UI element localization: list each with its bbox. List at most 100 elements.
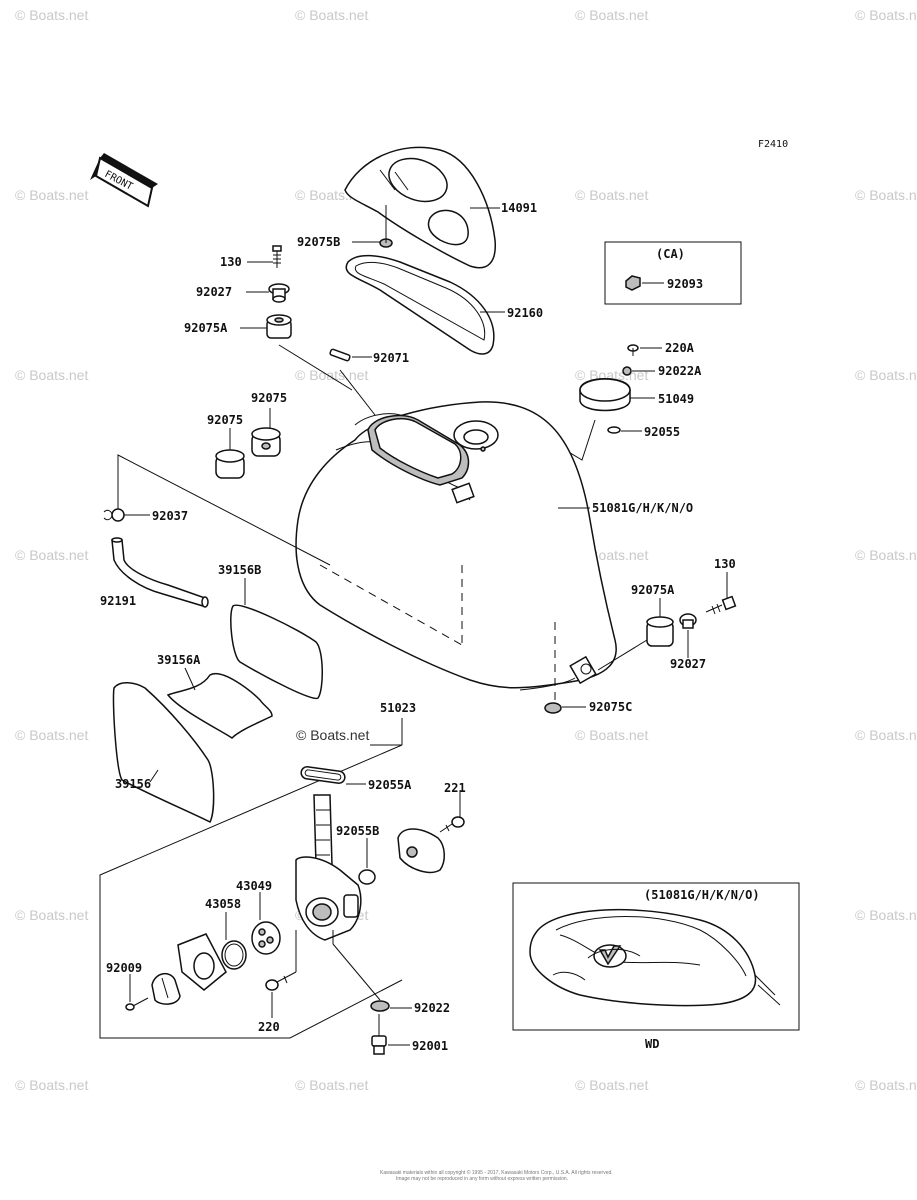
copyright-footer: Kawasaki materials within all copyright … [380, 1169, 613, 1176]
screw-92009 [125, 997, 149, 1011]
callout-39156A: 39156A [157, 653, 201, 667]
callout-92075B: 92075B [297, 235, 340, 249]
damper-92075A-top [266, 314, 292, 339]
callout-92075-lower: 92075 [207, 413, 243, 427]
watermark: © Boats.net [575, 1077, 648, 1093]
bolt-130-top [272, 245, 282, 268]
fuel-cock-assembly-box [99, 718, 403, 1039]
watermark: © Boats.net [855, 907, 917, 923]
watermark: © Boats.net [855, 1077, 917, 1093]
watermark: © Boats.net [15, 727, 88, 743]
inset-caption: WD [645, 1037, 659, 1051]
callout-51081: 51081G/H/K/N/O [592, 501, 693, 515]
callout-51049: 51049 [658, 392, 694, 406]
watermark: © Boats.net [575, 187, 648, 203]
callout-92075A-right: 92075A [631, 583, 675, 597]
inset-variant-label: (51081G/H/K/N/O) [644, 888, 760, 902]
callout-92027-right: 92027 [670, 657, 706, 671]
damper-92075-a [215, 449, 245, 479]
oring-92055 [607, 426, 621, 434]
oring-43058 [221, 940, 247, 970]
callout-220A: 220A [665, 341, 695, 355]
ca-variant-box: (CA) 92093 [604, 241, 742, 305]
watermark: © Boats.net [15, 547, 88, 563]
damper-92075-b [251, 427, 281, 457]
callout-14091: 14091 [501, 201, 537, 215]
watermark: © Boats.net [575, 727, 648, 743]
callout-39156B: 39156B [218, 563, 261, 577]
watermark: © Boats.net [15, 7, 88, 23]
watermark: © Boats.net [855, 547, 917, 563]
callout-92009: 92009 [106, 961, 142, 975]
screw-221 [439, 816, 465, 833]
watermark: © Boats.net [15, 1077, 88, 1093]
oring-92055B [358, 869, 376, 885]
front-arrow-icon: FRONT [90, 153, 158, 208]
damper-92075A-right [646, 616, 674, 647]
washer-92022A [622, 366, 632, 376]
figure-code: F2410 [758, 139, 788, 150]
callout-43058: 43058 [205, 897, 241, 911]
pad-39156 [112, 682, 215, 824]
callout-92022: 92022 [414, 1001, 450, 1015]
pad-39156B [230, 604, 323, 700]
ca-label: (CA) [656, 247, 685, 261]
cover-plate [397, 828, 445, 874]
oring-92055A [300, 766, 346, 784]
callout-92055: 92055 [644, 425, 680, 439]
watermark: © Boats.net [295, 367, 368, 383]
watermark: © Boats.net [295, 7, 368, 23]
callout-130-top: 130 [220, 255, 242, 269]
watermark: © Boats.net [15, 187, 88, 203]
screw-220 [265, 971, 297, 991]
clamp-92037 [103, 508, 125, 522]
clip-92071 [329, 348, 351, 362]
hose-92191 [111, 537, 209, 608]
watermark: © Boats.net [295, 1077, 368, 1093]
washer-92022 [370, 1000, 390, 1012]
callout-92071: 92071 [373, 351, 409, 365]
watermark: © Boats.net [15, 367, 88, 383]
copyright-footer-sub: Image may not be reproduced in any form … [396, 1176, 568, 1182]
callout-221: 221 [444, 781, 466, 795]
callout-130-right: 130 [714, 557, 736, 571]
callout-92055B: 92055B [336, 824, 379, 838]
callout-39156: 39156 [115, 777, 151, 791]
pad-39156A [166, 672, 273, 739]
fuel-cock-body [295, 794, 362, 944]
grommet-92075C [544, 702, 562, 714]
screw-220A [627, 344, 639, 356]
bolt-130-right [705, 595, 737, 615]
callout-92093: 92093 [667, 277, 703, 291]
callout-92027-top: 92027 [196, 285, 232, 299]
callout-92160: 92160 [507, 306, 543, 320]
watermark: © Boats.net [855, 7, 917, 23]
callout-51023: 51023 [380, 701, 416, 715]
gasket-92160 [345, 254, 495, 355]
drain-bolt-92001 [371, 1014, 387, 1055]
callout-92055A: 92055A [368, 778, 412, 792]
callout-92022A: 92022A [658, 364, 702, 378]
collar-92027-right [679, 613, 697, 629]
watermark: © Boats.net [575, 7, 648, 23]
watermark: © Boats.net [855, 727, 917, 743]
fuel-cap-51049 [579, 378, 631, 412]
collar-92027-top [268, 283, 290, 303]
callout-92191: 92191 [100, 594, 136, 608]
wd-variant-inset: (51081G/H/K/N/O) WD [512, 882, 800, 1051]
callout-43049: 43049 [236, 879, 272, 893]
watermark-center: © Boats.net [296, 727, 369, 743]
callout-92075-upper: 92075 [251, 391, 287, 405]
callout-92075A-top: 92075A [184, 321, 228, 335]
callout-92037: 92037 [152, 509, 188, 523]
tank-cover-part [344, 146, 496, 269]
callout-220: 220 [258, 1020, 280, 1034]
callout-92075C: 92075C [589, 700, 632, 714]
watermark: © Boats.net [15, 907, 88, 923]
lever-knob [151, 973, 181, 1005]
watermark: © Boats.net [855, 187, 917, 203]
watermark: © Boats.net [855, 367, 917, 383]
callout-92001: 92001 [412, 1039, 448, 1053]
diaphragm-43049 [251, 921, 281, 955]
